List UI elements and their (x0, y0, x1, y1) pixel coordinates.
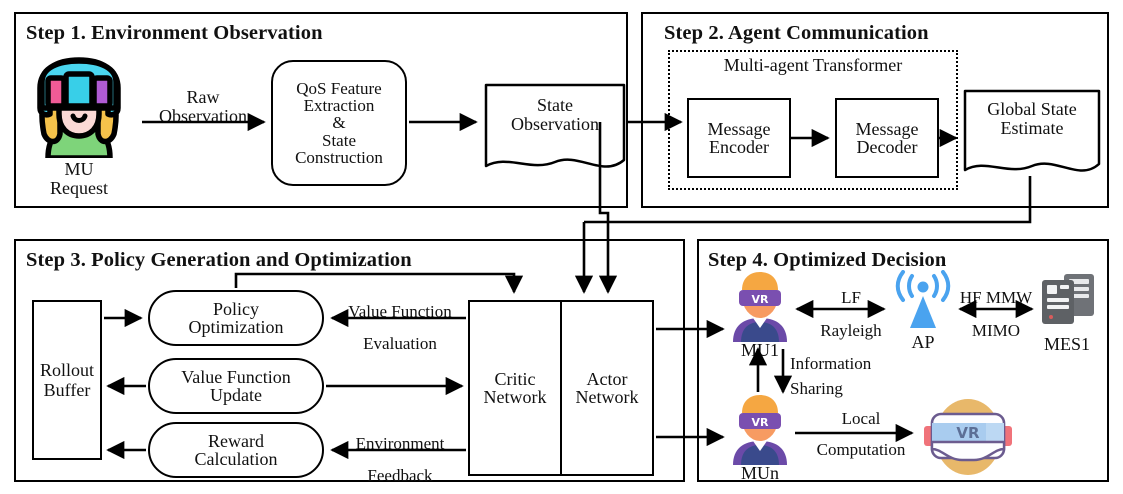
edge-label-information-sharing: Information Sharing (790, 352, 910, 401)
raw-line1: Raw (186, 87, 220, 107)
vr-headset-icon: VR (924, 399, 1012, 475)
value-eval-line1: Value Function (348, 302, 452, 321)
state-observation-doc (484, 83, 626, 168)
policy-optimization-box: Policy Optimization (148, 290, 324, 346)
ap-caption: AP (911, 332, 935, 352)
global-line1: Global State (987, 99, 1077, 119)
message-encoder-box: Message Encoder (687, 98, 791, 178)
local-line1: Local (841, 409, 881, 428)
edge-label-environment-feedback: Environment Feedback (334, 428, 466, 493)
global-line2: Estimate (1000, 117, 1064, 138)
mun-user-icon: VR (733, 395, 787, 465)
reward-calculation-box: Reward Calculation (148, 422, 324, 478)
reward-line1: Reward (208, 430, 264, 451)
qos-line3: & (332, 113, 346, 133)
mu-caption-line1: MU (64, 159, 94, 179)
step1-title: Step 1. Environment Observation (26, 22, 323, 44)
value-eval-line2: Evaluation (363, 334, 437, 354)
decoder-line2: Decoder (856, 137, 918, 157)
hf-line2: MIMO (971, 321, 1021, 341)
arrow-state-obs-to-actor (598, 122, 618, 294)
valuefn-line2: Update (210, 385, 262, 405)
qos-feature-extraction-box: QoS Feature Extraction & State Construct… (271, 60, 407, 186)
step2-title: Step 2. Agent Communication (664, 22, 929, 44)
state-observation-label: State Observation (483, 96, 627, 133)
lf-line2: Rayleigh (820, 321, 882, 341)
env-fb-line2: Feedback (367, 466, 433, 486)
encoder-line1: Message (707, 118, 771, 139)
message-decoder-box: Message Decoder (835, 98, 939, 178)
critic-line1: Critic (494, 368, 536, 389)
actor-line2: Network (575, 387, 639, 407)
qos-line4: State (322, 130, 356, 150)
edge-label-local-computation: Local Computation (798, 404, 924, 465)
vr-glyph-text: VR (956, 424, 980, 442)
policy-line1: Policy (212, 298, 259, 319)
valuefn-line1: Value Function (181, 366, 291, 387)
ap-antenna-icon (895, 270, 951, 328)
raw-line2: Observation (159, 105, 247, 126)
local-line2: Computation (816, 439, 906, 459)
multi-agent-transformer-label: Multi-agent Transformer (723, 55, 903, 75)
mu-request-caption: MU Request (26, 160, 132, 198)
global-state-estimate-label: Global State Estimate (962, 100, 1102, 137)
critic-network-box: Critic Network (468, 300, 561, 476)
actor-network-box: Actor Network (561, 300, 654, 476)
step4-title: Step 4. Optimized Decision (708, 249, 947, 271)
step3-title: Step 3. Policy Generation and Optimizati… (26, 249, 412, 271)
edge-label-value-function-evaluation: Value Function Evaluation (334, 296, 466, 361)
qos-line1: QoS Feature (296, 78, 382, 98)
global-state-estimate-doc (963, 89, 1101, 172)
env-fb-line1: Environment (355, 434, 445, 453)
rollout-line1: Rollout (39, 359, 94, 380)
policy-line2: Optimization (188, 317, 284, 337)
actor-line1: Actor (586, 368, 628, 389)
critic-line2: Network (483, 387, 547, 407)
mes1-caption: MES1 (1043, 334, 1090, 354)
mun-caption: MUn (740, 463, 779, 483)
info-line1: Information (790, 354, 872, 373)
encoder-line2: Encoder (709, 137, 769, 157)
mu-caption-line2: Request (50, 177, 108, 198)
rollout-line2: Buffer (43, 380, 91, 400)
mu-request-icon (37, 57, 121, 158)
edge-label-raw-observation: Raw Observation (140, 88, 266, 125)
state-obs-line1: State (537, 95, 573, 115)
arrow-policy-to-critic (234, 272, 524, 294)
value-function-update-box: Value Function Update (148, 358, 324, 414)
qos-line2: Extraction (303, 96, 375, 115)
rollout-buffer-box: Rollout Buffer (32, 300, 102, 460)
reward-line2: Calculation (194, 449, 278, 469)
mu1-user-icon: VR (733, 272, 787, 342)
svg-text:VR: VR (752, 293, 770, 306)
qos-line5: Construction (295, 147, 383, 167)
svg-text:VR: VR (752, 416, 770, 429)
state-obs-line2: Observation (511, 113, 599, 134)
mes1-server-icon (1042, 274, 1094, 324)
line-global-state-down (584, 176, 1032, 224)
decoder-line1: Message (855, 118, 919, 139)
info-line2: Sharing (790, 378, 843, 398)
